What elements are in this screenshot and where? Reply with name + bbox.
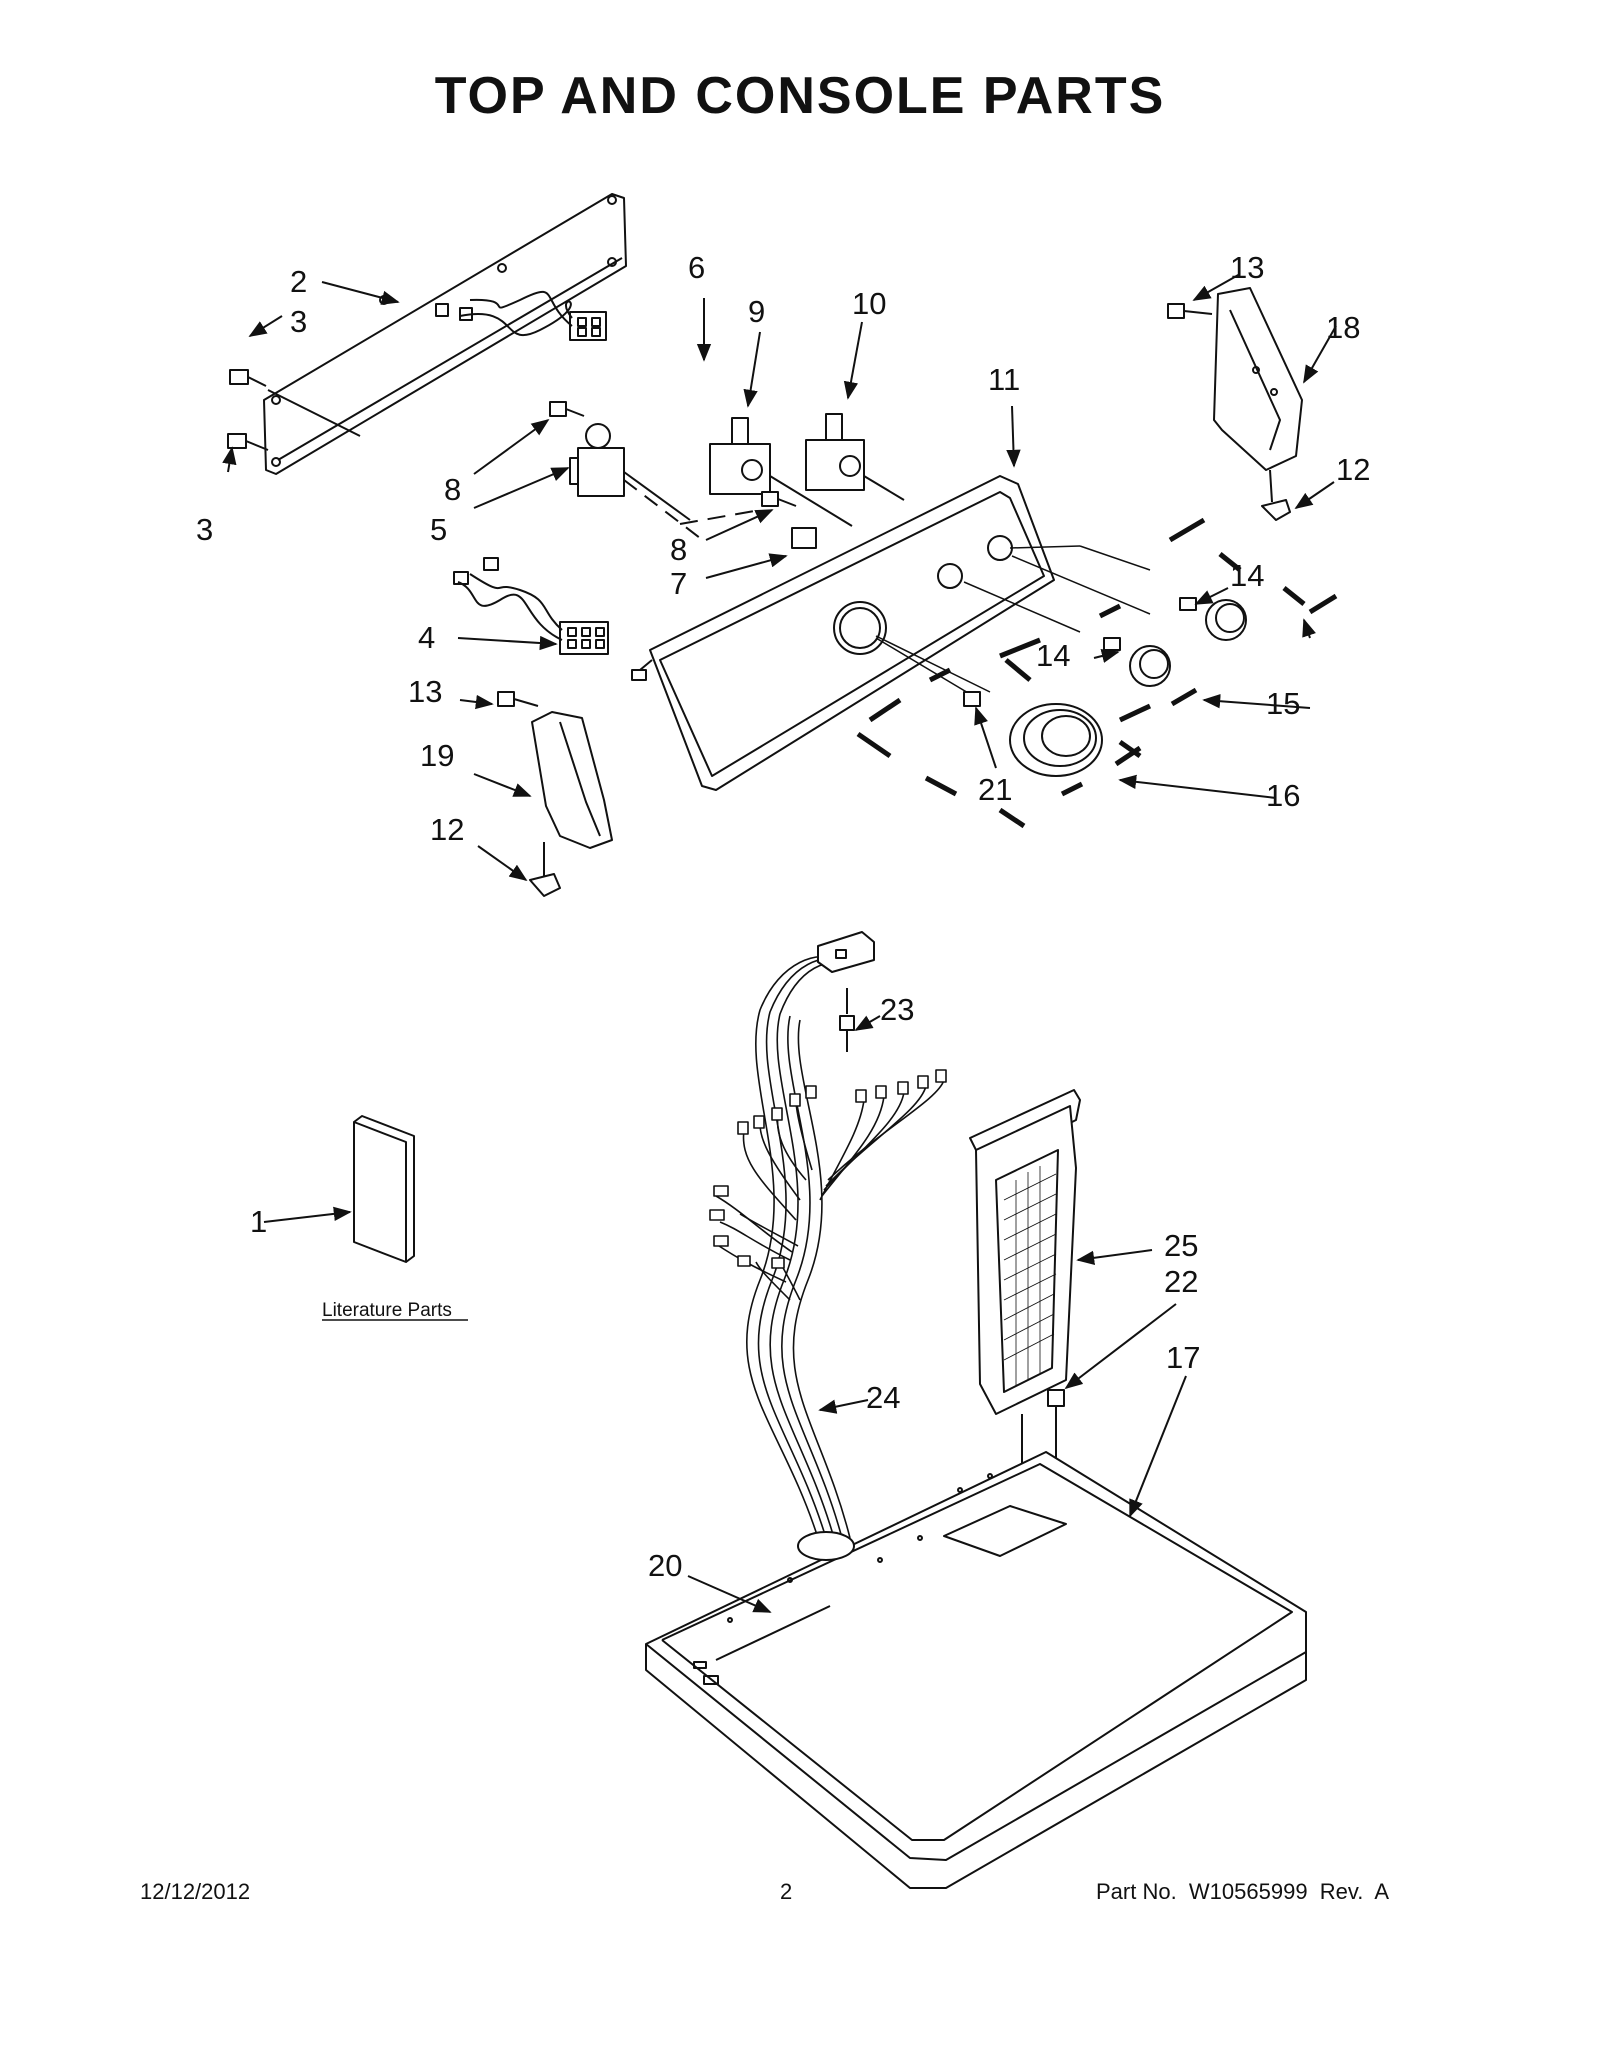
- clip-7: [791, 527, 817, 549]
- screw-upper-left: [229, 369, 267, 387]
- rear-console-panel: [263, 193, 627, 475]
- harness-connector-top: [817, 931, 875, 973]
- rotary-switch-9: [709, 417, 853, 527]
- main-wire-harness-24: [715, 955, 945, 1539]
- console-panel-11: [631, 475, 1055, 791]
- dashed-outline-15: [999, 517, 1338, 723]
- screw-lower-left: [227, 433, 269, 451]
- label-4: 4: [418, 620, 435, 655]
- footer-date: 12/12/2012: [140, 1879, 251, 1904]
- label-13-left: 13: [408, 674, 442, 709]
- label-13-right: 13: [1230, 250, 1264, 285]
- label-5: 5: [430, 512, 447, 547]
- screw-8-upper: [549, 401, 585, 417]
- dashed-outline-16: [856, 667, 1142, 829]
- label-20: 20: [648, 1548, 682, 1583]
- clip-12-right: [1261, 469, 1291, 521]
- label-8-upper: 8: [444, 472, 461, 507]
- end-cap-18: [1213, 287, 1303, 471]
- literature-parts-label: Literature Parts: [322, 1300, 452, 1321]
- label-6: 6: [688, 250, 705, 285]
- end-cap-19: [531, 711, 613, 849]
- clip-21: [963, 691, 981, 707]
- harness-terminals: [709, 1069, 947, 1269]
- label-18: 18: [1326, 310, 1360, 345]
- knob-15-left: [1129, 645, 1171, 687]
- label-2: 2: [290, 264, 307, 299]
- label-25: 25: [1164, 1228, 1198, 1263]
- label-14-right: 14: [1230, 558, 1264, 593]
- literature-booklet: [353, 1115, 415, 1263]
- label-21: 21: [978, 772, 1012, 807]
- screw-8-lower: [761, 491, 797, 507]
- label-22: 22: [1164, 1264, 1198, 1299]
- label-3-lower: 3: [196, 512, 213, 547]
- label-1: 1: [250, 1204, 267, 1239]
- label-15: 15: [1266, 686, 1300, 721]
- clip-14-left: [1103, 637, 1121, 651]
- label-16: 16: [1266, 778, 1300, 813]
- rotary-switch-10: [805, 413, 905, 501]
- label-12-right: 12: [1336, 452, 1370, 487]
- top-panel-20: [645, 1451, 1307, 1889]
- label-17: 17: [1166, 1340, 1200, 1375]
- label-12-left: 12: [430, 812, 464, 847]
- label-3-upper: 3: [290, 304, 307, 339]
- clip-12-left: [529, 842, 561, 897]
- label-24: 24: [866, 1380, 900, 1415]
- label-8-lower: 8: [670, 532, 687, 567]
- screw-13-right: [1167, 303, 1213, 319]
- label-7: 7: [670, 566, 687, 601]
- large-knob-16: [875, 637, 1103, 777]
- clip-14-right: [1179, 597, 1197, 611]
- wire-harness-6: [435, 290, 607, 341]
- timer-assembly-5: [569, 423, 701, 539]
- label-19: 19: [420, 738, 454, 773]
- footer-part-number: Part No. W10565999 Rev. A: [1096, 1879, 1390, 1904]
- callout-arrows: [222, 273, 1337, 1613]
- page-title: TOP AND CONSOLE PARTS: [434, 67, 1166, 125]
- footer-page-number: 2: [780, 1879, 793, 1904]
- label-11: 11: [988, 362, 1020, 397]
- wire-harness-4: [453, 557, 609, 655]
- label-10: 10: [852, 286, 886, 321]
- label-14-left: 14: [1036, 638, 1070, 673]
- label-23: 23: [880, 992, 914, 1027]
- knob-15-right: [1205, 599, 1247, 641]
- screw-22: [1047, 1389, 1065, 1444]
- lint-screen-25: [969, 1089, 1081, 1415]
- screw-23: [839, 988, 855, 1052]
- screw-13-left: [497, 691, 539, 707]
- label-9: 9: [748, 294, 765, 329]
